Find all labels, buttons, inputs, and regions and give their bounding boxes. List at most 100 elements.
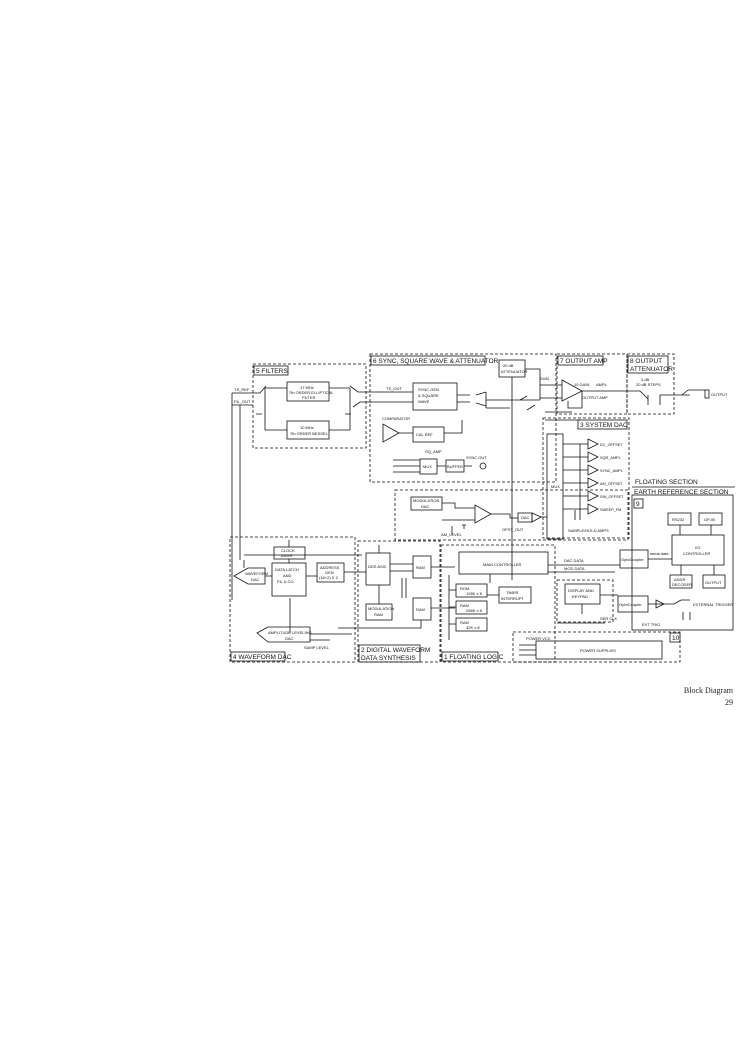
att-l1: 20 dB xyxy=(503,363,514,368)
addr-buf-l2: DECODER xyxy=(672,582,692,587)
sync-gen-l3: WAVE xyxy=(418,399,430,404)
mod-dac-l2: DAC xyxy=(421,504,430,509)
latch-l1: DATA LATCH xyxy=(275,567,299,572)
footer-caption: Block Diagram 29 xyxy=(670,686,733,707)
ram-b-l1: RAM xyxy=(460,620,469,625)
label-system-dac: 3 SYSTEM DAC xyxy=(580,422,628,429)
label-sync: 6 SYNC, SQUARE WAVE & ATTENUATOR xyxy=(373,358,499,365)
io-ctrl-l2: CONTROLLER xyxy=(683,551,710,556)
psu-label: POWER SUPPLIES xyxy=(580,648,616,653)
sig-ts-out: TS_OUT xyxy=(386,386,402,391)
gain-label: 10 GAIN xyxy=(574,382,589,387)
label-floating: FLOATING SECTION xyxy=(635,479,698,486)
label-output-amp: 7 OUTPUT AMP xyxy=(560,358,608,365)
section-digital xyxy=(357,540,441,663)
section-output-att xyxy=(626,353,675,415)
filter-a-l2: 7th ORDER ELLIPTICAL xyxy=(289,390,334,395)
sync-gen-l2: & SQUARE xyxy=(418,393,439,398)
clock-l1: CLOCK xyxy=(281,548,295,553)
addr-buf-l1: ADDR xyxy=(674,577,685,582)
label-digital-2: DATA SYNTHESIS xyxy=(361,655,416,662)
clock-l2: ADDR xyxy=(281,553,292,558)
addr-l2: GEN xyxy=(325,570,334,575)
sig-serial-data: serial data xyxy=(650,551,669,556)
io-ctrl-l1: I/O xyxy=(695,545,700,550)
section-display xyxy=(556,579,614,623)
filter-b-l1: 10 MHz xyxy=(300,425,314,430)
label-earth: EARTH REFERENCE SECTION xyxy=(634,489,729,496)
amp-dac-l1: AMPLITUDE LEVELING xyxy=(268,630,312,635)
label-floating-logic: 1 FLOATING LOGIC xyxy=(444,654,504,661)
section-waveform-dac xyxy=(229,536,356,663)
output-b-label: OUTPUT xyxy=(705,580,722,585)
amp-dac-l2: DAC xyxy=(285,636,294,641)
disp-l2: KEYPAD xyxy=(572,594,588,599)
section-earth xyxy=(631,494,734,631)
main-ctrl-label: MAIN CONTROLLER xyxy=(483,562,522,567)
sig-pwr-vcc: POWER VCC xyxy=(526,636,551,641)
footer-page-number: 29 xyxy=(725,698,733,707)
sig-ofst-out: OFST_OUT xyxy=(502,527,524,532)
comparator-label: COMPARATOR xyxy=(382,416,410,421)
sig-ts-ref: TS_REF xyxy=(234,387,250,392)
latch-l3: FIL & CO. xyxy=(277,579,295,584)
sig-ser-clk: SER CLK xyxy=(600,616,617,621)
att-out-l1: 0 dB xyxy=(641,377,650,382)
rom-l1: ROM xyxy=(460,586,469,591)
wave-dac-l2: DAC xyxy=(251,577,260,582)
dds-mod-l2: RAM xyxy=(374,612,383,617)
sys-label-4: SIN_OFFSET xyxy=(600,495,624,499)
output-label: OUTPUT xyxy=(711,392,728,397)
sys-mux-label: MUX xyxy=(551,484,560,489)
sync-gen-l1: SYNC GEN xyxy=(418,387,439,392)
ram-b-l2: 32K x 8 xyxy=(466,625,480,630)
att-out-l2: 20 dB STEPS xyxy=(636,382,661,387)
sys-label-3: AM_OFFSET xyxy=(600,482,623,486)
sys-label-0: DC_OFFSET xyxy=(600,443,623,447)
timer-l2: INTERRUPT xyxy=(501,596,524,601)
ram-a-l1: RAM xyxy=(460,603,469,608)
sig-mod-data: MOD DATA xyxy=(564,566,585,571)
footer-title: Block Diagram xyxy=(683,686,733,695)
wave-dac-l1: WAVEFORM xyxy=(245,571,268,576)
section-filters xyxy=(252,363,367,449)
dds-label: DDS ASIC xyxy=(368,564,387,569)
disp-l1: DISPLAY AND xyxy=(568,588,594,593)
ram2-label: RAM xyxy=(416,607,425,612)
addr-l1: ADDRESS xyxy=(320,565,340,570)
label-output-att-2: ATTENUATOR xyxy=(630,366,673,373)
label-waveform-dac: 4 WAVEFORM DAC xyxy=(233,654,292,661)
mod-dac-l1: MODULATION xyxy=(413,498,439,503)
label-power-num: 10 xyxy=(672,635,680,642)
opto2-label: OptoCoupler xyxy=(619,602,642,607)
ext-trig-label: EXTERNAL TRIGGER xyxy=(693,602,733,607)
gpib-label: GP-IB xyxy=(704,517,715,522)
sig-ampl: AMPL xyxy=(596,382,608,387)
rom-l2: 128K x 8 xyxy=(466,591,483,596)
rs232-label: RS232 xyxy=(672,517,685,522)
label-output-att-1: 8 OUTPUT xyxy=(630,358,662,365)
ram1-label: RAM xyxy=(416,565,425,570)
sig-sq-amp: SQ_AMP xyxy=(425,449,442,454)
opto1-label: OptoCoupler xyxy=(621,557,644,562)
sig-dac-data: DAC DATA xyxy=(564,558,584,563)
sys-label-1: SQR_AMPL xyxy=(600,456,621,460)
dac-label: DAC xyxy=(521,515,530,520)
sig-fil-out: FIL_OUT xyxy=(234,399,251,404)
sig-samp-level: SAMP LEVEL xyxy=(304,645,330,650)
filter-b-l2: 7th ORDER BESSEL xyxy=(290,431,329,436)
filter-a-l3: FILTER xyxy=(302,395,316,400)
ram-a-l2: 256K x 8 xyxy=(466,608,483,613)
sum-label: SUM xyxy=(540,376,549,381)
sys-label-5: SWEEP_FM xyxy=(600,508,621,512)
label-filters: 5 FILTERS xyxy=(256,368,288,375)
sys-label-2: SYNC_AMPL xyxy=(600,469,623,473)
mux-label: MUX xyxy=(423,464,432,469)
att-l2: ATTENUATOR xyxy=(501,369,528,374)
section-mod-dac xyxy=(394,489,629,541)
sig-am-level: AM_LEVEL xyxy=(441,532,462,537)
label-digital-1: 2 DIGITAL WAVEFORM xyxy=(361,647,430,654)
filter-a-l1: 17 MHz xyxy=(300,385,314,390)
sample-hold-label: SAMPLE/HOLD AMPS xyxy=(568,528,609,533)
